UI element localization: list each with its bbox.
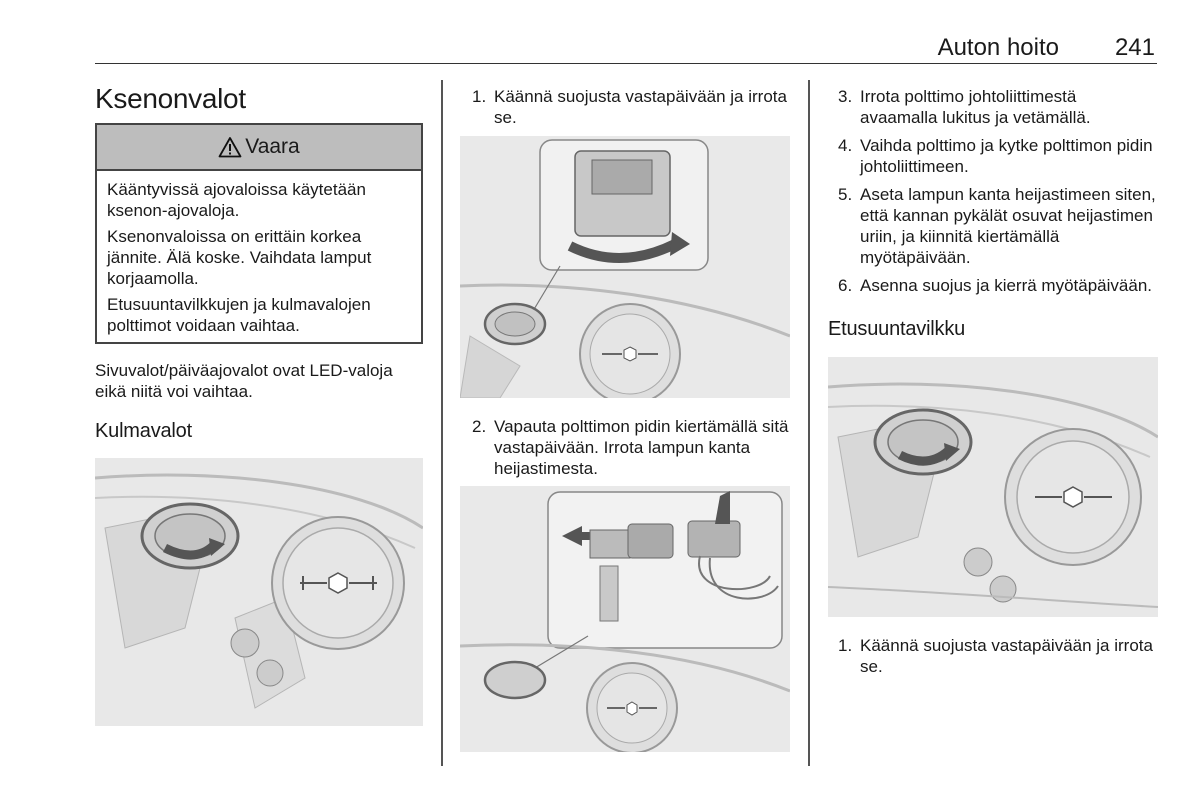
steps-list-4: 1. Käännä suojusta vastapäivään ja irrot… [838,635,1158,677]
warning-body: Kääntyvissä ajovaloissa käyte­tään kseno… [97,171,421,342]
column-1: Ksenonvalot Vaara Kääntyvissä ajovaloiss… [95,80,423,726]
warning-triangle-icon [218,137,242,158]
list-item: 4. Vaihda polttimo ja kytke polttimon pi… [838,136,1153,176]
steps-list-3: 3. Irrota polttimo johtoliittimestä avaa… [838,86,1158,296]
illustration-headlamp-cornering [95,458,423,726]
illustration-turn-signal [828,357,1158,617]
steps-list-1: 1. Käännä suojusta vastapäivään ja irrot… [472,86,790,128]
section-title: Auton hoito [937,34,1059,61]
warning-paragraph: Kääntyvissä ajovaloissa käyte­tään kseno… [107,180,366,220]
list-item: 1. Käännä suojusta vastapäivään ja irrot… [472,87,787,127]
list-item: 3. Irrota polttimo johtoliittimestä avaa… [838,87,1091,127]
warning-paragraph: Etusuuntavilkkujen ja kulmavalo­jen polt… [107,295,371,335]
subheading-kulmavalot: Kulmavalot [95,420,192,442]
warning-header: Vaara [97,125,421,171]
column-divider-2 [808,80,810,766]
list-item: 1. Käännä suojusta vastapäivään ja irrot… [838,636,1153,676]
steps-list-2: 2. Vapauta polttimon pidin kiertä­mällä … [472,416,790,479]
warning-heading: Vaara [245,135,300,158]
column-3: 3. Irrota polttimo johtoliittimestä avaa… [828,80,1158,684]
body-paragraph: Sivuvalot/päiväajovalot ovat LED-va­loja… [95,361,393,401]
column-divider-1 [441,80,443,766]
illustration-bulb-holder [460,486,790,752]
illustration-remove-cover [460,136,790,398]
column-2: 1. Käännä suojusta vastapäivään ja irrot… [460,80,790,752]
warning-box: Vaara Kääntyvissä ajovaloissa käyte­tään… [95,123,423,344]
main-heading: Ksenonvalot [95,83,246,114]
list-item: 6. Asenna suojus ja kierrä myötäpäi­vään… [838,276,1152,295]
warning-paragraph: Ksenonvaloissa on erittäin korkea jännit… [107,227,372,288]
list-item: 5. Aseta lampun kanta heijastimeen siten… [838,185,1156,267]
page-header: Auton hoito 241 [95,30,1157,64]
list-item: 2. Vapauta polttimon pidin kiertä­mällä … [472,417,789,478]
page-number: 241 [1114,34,1155,61]
subheading-etusuuntavilkku: Etusuuntavilkku [828,318,966,340]
